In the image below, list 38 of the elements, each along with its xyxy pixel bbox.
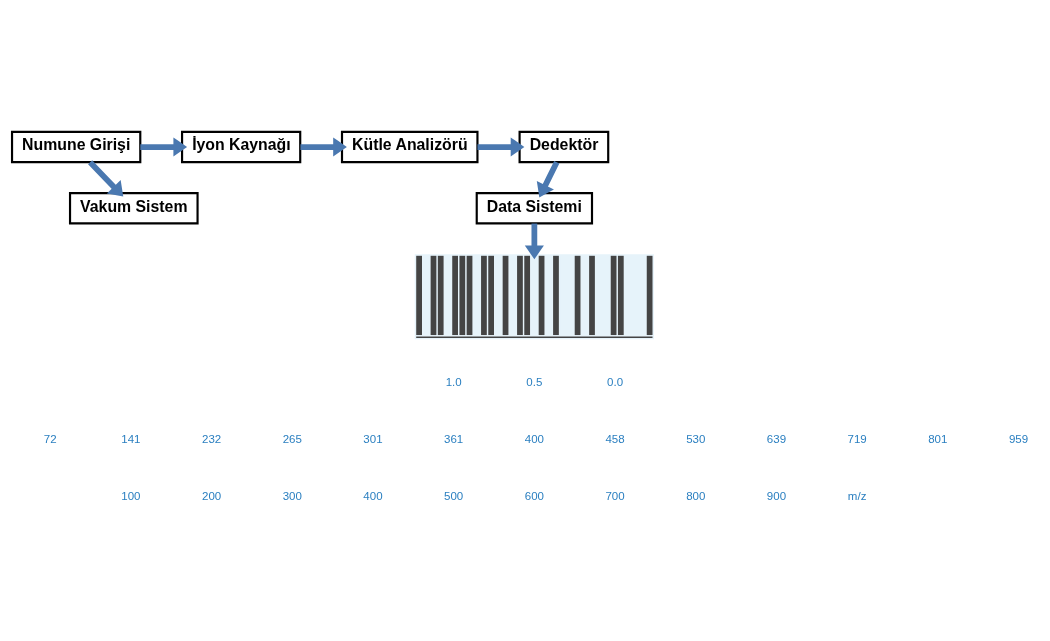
node-box: Kütle Analizörü — [340, 130, 479, 163]
node-box: Vakum Sistem — [68, 191, 199, 224]
label: 800 — [686, 489, 706, 502]
label: 0.5 — [526, 375, 543, 388]
arrow — [477, 136, 525, 157]
label: 72 — [43, 432, 57, 445]
label: 265 — [282, 432, 302, 445]
node-box: Numune Girişi — [10, 130, 142, 163]
label: 801 — [928, 432, 948, 445]
label: 300 — [282, 489, 302, 502]
label: 900 — [766, 489, 787, 502]
label: 232 — [201, 432, 222, 445]
label: 400 — [524, 432, 544, 445]
label: 200 — [201, 489, 222, 502]
label: 500 — [444, 489, 464, 502]
label: 141 — [121, 432, 141, 445]
node-box: Dedektör — [518, 130, 610, 163]
arrow — [524, 223, 544, 259]
label: 719 — [847, 432, 867, 445]
arrow — [300, 136, 347, 157]
label: 100 — [121, 489, 141, 502]
label: 530 — [686, 432, 706, 445]
label: 1.0 — [445, 375, 462, 388]
label: 959 — [1008, 432, 1029, 445]
arrow — [88, 159, 124, 197]
label: 301 — [363, 432, 383, 445]
arrow — [140, 136, 188, 157]
node-box: İyon Kaynağı — [181, 130, 302, 163]
label: m/z — [847, 489, 867, 502]
label: 0.0 — [607, 375, 624, 388]
node-box: Data Sistemi — [475, 191, 594, 224]
arrow — [536, 160, 560, 197]
label: 361 — [444, 432, 464, 445]
label: 639 — [766, 432, 787, 445]
label: 700 — [605, 489, 625, 502]
label: 600 — [524, 489, 544, 502]
label: 458 — [605, 432, 625, 445]
label: 400 — [363, 489, 383, 502]
